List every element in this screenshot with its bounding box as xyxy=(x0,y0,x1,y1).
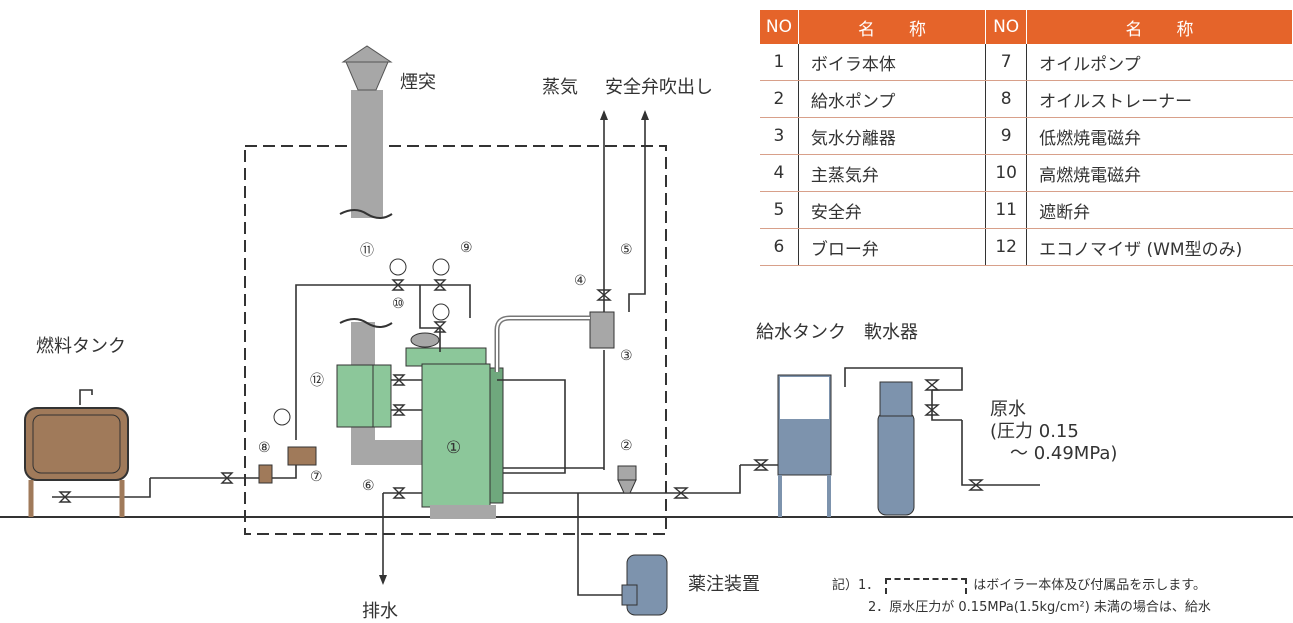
piping xyxy=(52,112,1040,596)
note-prefix: 記）1． xyxy=(832,578,880,593)
marker-8: ⑧ xyxy=(258,440,271,456)
fuel-tank-label: 燃料タンク xyxy=(36,336,126,357)
legend-row: 1 ボイラ本体 7 オイルポンプ xyxy=(760,44,1293,81)
note-1: 記）1． はボイラー本体及び付属品を示します。 xyxy=(832,575,1211,597)
legend-name: オイルストレーナー xyxy=(1026,80,1293,118)
legend-no: 1 xyxy=(760,44,799,81)
legend-name: 遮断弁 xyxy=(1026,191,1293,229)
pressure-line2: 〜 0.49MPa) xyxy=(1010,443,1118,464)
legend-name: オイルポンプ xyxy=(1026,44,1293,81)
feed-tank-softener-label: 給水タンク 軟水器 xyxy=(756,322,918,343)
dashed-box-symbol xyxy=(885,577,968,594)
legend-header-name2: 名 称 xyxy=(1026,10,1293,44)
chemical-injector-label: 薬注装置 xyxy=(688,574,760,595)
marker-1: ① xyxy=(446,438,462,458)
legend-header-row: NO 名 称 NO 名 称 xyxy=(760,10,1293,44)
legend-no: 11 xyxy=(985,191,1028,229)
legend-table: NO 名 称 NO 名 称 1 ボイラ本体 7 オイルポンプ 2 給水ポンプ 8… xyxy=(760,10,1293,266)
legend-no: 4 xyxy=(760,154,799,192)
marker-6: ⑥ xyxy=(362,478,375,494)
steam-separator xyxy=(494,311,615,372)
legend-row: 2 給水ポンプ 8 オイルストレーナー xyxy=(760,80,1293,118)
pressure-line1: (圧力 0.15 xyxy=(990,421,1079,442)
legend-row: 4 主蒸気弁 10 高燃焼電磁弁 xyxy=(760,154,1293,192)
legend-row: 5 安全弁 11 遮断弁 xyxy=(760,191,1293,229)
legend-no: 5 xyxy=(760,191,799,229)
legend-name: 安全弁 xyxy=(798,191,987,229)
legend-no: 3 xyxy=(760,117,799,155)
solenoid-valves xyxy=(389,258,450,321)
chimney-label: 煙突 xyxy=(400,72,436,93)
pressure-gauge xyxy=(273,408,291,426)
safety-blow-label: 安全弁吹出し xyxy=(605,77,713,98)
legend-name: ボイラ本体 xyxy=(798,44,987,81)
marker-2: ② xyxy=(620,438,633,454)
legend-no: 7 xyxy=(985,44,1028,81)
legend-row: 6 ブロー弁 12 エコノマイザ (WM型のみ) xyxy=(760,228,1293,266)
marker-3: ③ xyxy=(620,348,633,364)
legend-row: 3 気水分離器 9 低燃焼電磁弁 xyxy=(760,117,1293,155)
arrow-heads xyxy=(379,110,649,585)
marker-4: ④ xyxy=(574,273,587,289)
legend-name: ブロー弁 xyxy=(798,228,987,266)
legend-no: 9 xyxy=(985,117,1028,155)
marker-9: ⑨ xyxy=(460,240,473,256)
oil-pump xyxy=(287,446,317,466)
note-1-text: はボイラー本体及び付属品を示します。 xyxy=(973,578,1206,593)
legend-name: 主蒸気弁 xyxy=(798,154,987,192)
note-2: 2．原水圧力が 0.15MPa(1.5kg/cm²) 未満の場合は、給水 xyxy=(868,600,1211,615)
marker-7: ⑦ xyxy=(310,469,323,485)
drain-label: 排水 xyxy=(362,601,398,622)
legend-header-no: NO xyxy=(760,10,799,44)
fuel-tank xyxy=(24,407,129,517)
marker-10: ⑩ xyxy=(392,296,405,312)
legend-name: エコノマイザ (WM型のみ) xyxy=(1026,228,1293,266)
notes: 記）1． はボイラー本体及び付属品を示します。 2．原水圧力が 0.15MPa(1… xyxy=(832,575,1211,619)
legend-no: 6 xyxy=(760,228,799,266)
legend-name: 低燃焼電磁弁 xyxy=(1026,117,1293,155)
boiler-package-boundary xyxy=(244,145,667,535)
legend-name: 給水ポンプ xyxy=(798,80,987,118)
legend-no: 12 xyxy=(985,228,1028,266)
oil-strainer xyxy=(258,464,273,484)
marker-12: ⑫ xyxy=(310,373,324,389)
marker-11: ⑪ xyxy=(360,243,374,259)
feed-water-pump xyxy=(617,465,637,494)
chemical-injector xyxy=(621,554,668,616)
water-softener xyxy=(877,381,915,516)
economizer xyxy=(336,364,392,428)
marker-5: ⑤ xyxy=(620,242,633,258)
chimney xyxy=(339,45,393,219)
legend-no: 10 xyxy=(985,154,1028,192)
legend-no: 2 xyxy=(760,80,799,118)
legend-name: 高燃焼電磁弁 xyxy=(1026,154,1293,192)
feed-water-tank xyxy=(777,374,832,517)
legend-header-name: 名 称 xyxy=(798,10,987,44)
valve-symbols xyxy=(58,279,984,503)
legend-name: 気水分離器 xyxy=(798,117,987,155)
steam-label: 蒸気 xyxy=(542,77,578,98)
legend-no: 8 xyxy=(985,80,1028,118)
legend-header-no2: NO xyxy=(985,10,1028,44)
boiler-body xyxy=(405,332,504,519)
raw-water-label: 原水 xyxy=(990,399,1026,420)
